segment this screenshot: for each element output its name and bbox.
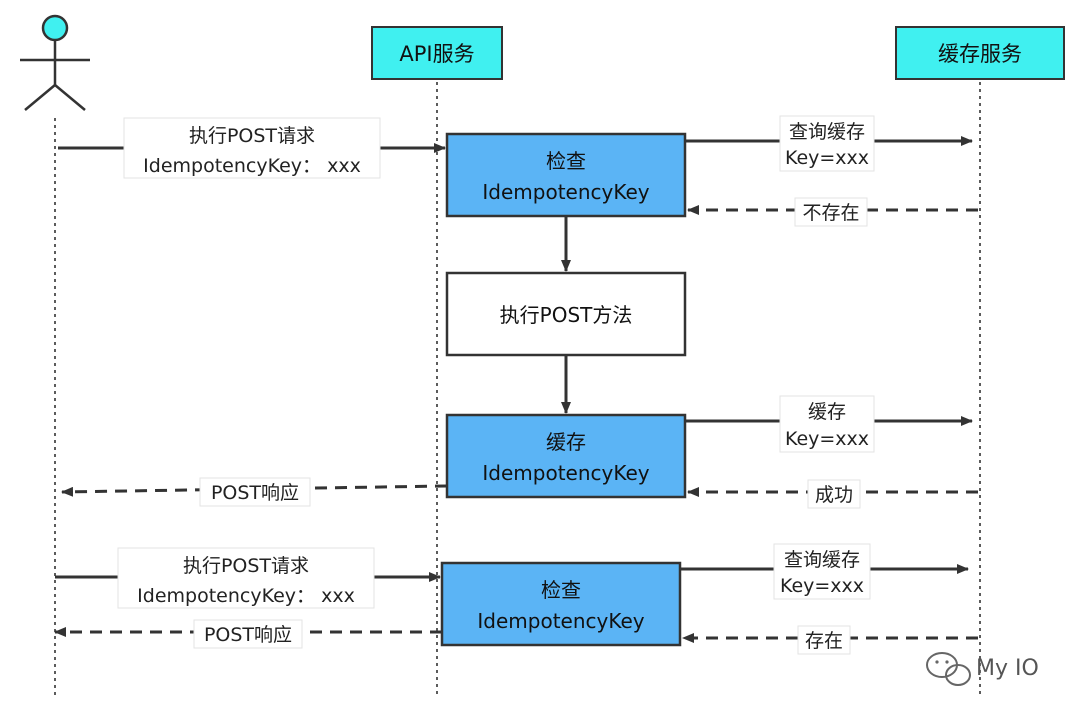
svg-text:执行POST方法: 执行POST方法 [500, 303, 633, 327]
query-cache-label-2: 查询缓存 Key=xxx [773, 543, 871, 600]
not-exist-label: 不存在 [794, 197, 868, 227]
watermark: My IO [926, 652, 1039, 686]
svg-text:检查: 检查 [546, 149, 586, 173]
user-actor-icon [20, 14, 90, 111]
check-key-box-1: 检查 IdempotencyKey [445, 132, 687, 218]
response-label-2: POST响应 [193, 619, 303, 649]
request-label-1: 执行POST请求 IdempotencyKey： xxx [123, 117, 381, 179]
check-key-box-2: 检查 IdempotencyKey [440, 561, 682, 647]
svg-text:Key=xxx: Key=xxx [785, 428, 869, 450]
svg-text:POST响应: POST响应 [204, 624, 292, 646]
svg-text:Key=xxx: Key=xxx [785, 147, 869, 169]
svg-text:执行POST请求: 执行POST请求 [189, 125, 315, 147]
store-cache-label: 缓存 Key=xxx [779, 395, 875, 453]
svg-text:IdempotencyKey： xxx: IdempotencyKey： xxx [143, 155, 361, 177]
svg-text:缓存: 缓存 [546, 430, 586, 454]
svg-text:存在: 存在 [805, 630, 843, 652]
svg-text:不存在: 不存在 [802, 202, 859, 224]
svg-text:成功: 成功 [815, 484, 853, 506]
api-service-header: API服务 [371, 26, 503, 80]
query-cache-label-1: 查询缓存 Key=xxx [779, 115, 875, 172]
svg-text:IdempotencyKey： xxx: IdempotencyKey： xxx [137, 585, 355, 607]
exist-label: 存在 [797, 625, 851, 655]
svg-text:IdempotencyKey: IdempotencyKey [482, 461, 649, 485]
svg-text:检查: 检查 [541, 578, 581, 602]
svg-text:缓存服务: 缓存服务 [938, 42, 1022, 66]
svg-text:执行POST请求: 执行POST请求 [183, 555, 309, 577]
cache-key-box: 缓存 IdempotencyKey [445, 413, 687, 499]
response-label-1: POST响应 [199, 477, 311, 507]
request-label-2: 执行POST请求 IdempotencyKey： xxx [117, 547, 375, 609]
svg-text:缓存: 缓存 [808, 401, 846, 423]
svg-text:POST响应: POST响应 [211, 482, 299, 504]
success-label: 成功 [807, 479, 861, 509]
response-arrow-1 [61, 484, 448, 497]
cache-service-header: 缓存服务 [895, 26, 1065, 80]
svg-text:查询缓存: 查询缓存 [789, 121, 865, 143]
wechat-icon [926, 652, 971, 686]
svg-text:IdempotencyKey: IdempotencyKey [482, 180, 649, 204]
svg-text:查询缓存: 查询缓存 [784, 549, 860, 571]
svg-text:API服务: API服务 [399, 42, 474, 66]
svg-text:IdempotencyKey: IdempotencyKey [477, 609, 644, 633]
watermark-text: My IO [976, 656, 1039, 681]
svg-text:Key=xxx: Key=xxx [780, 575, 864, 597]
execute-post-method-box: 执行POST方法 [445, 271, 687, 357]
